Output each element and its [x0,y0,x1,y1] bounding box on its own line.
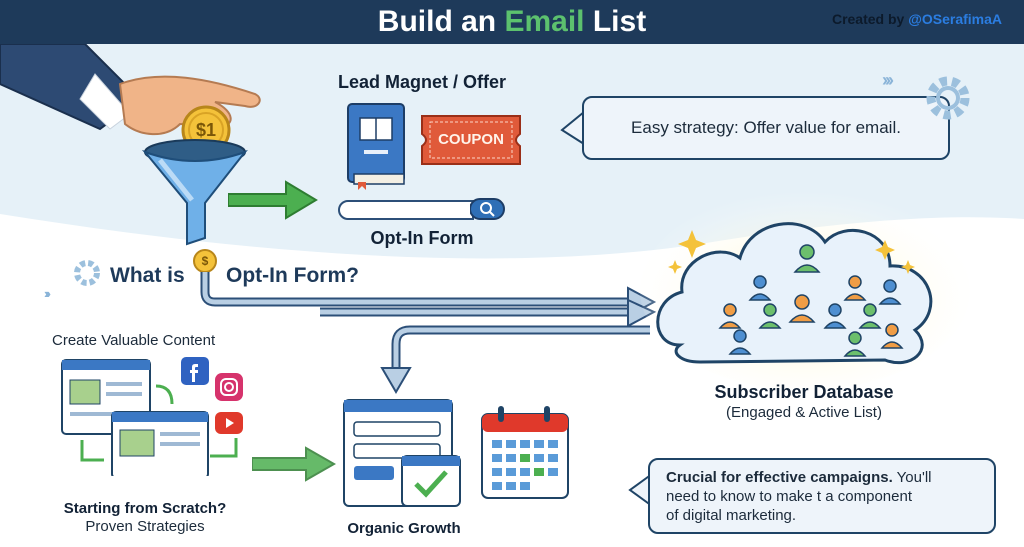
facebook-icon [181,357,209,385]
sparkle-icons [668,230,915,274]
gear-small-icon [74,260,100,286]
search-icon[interactable] [470,198,506,220]
create-content-title: Create Valuable Content [52,332,216,349]
subscriber-person-icons [718,244,904,357]
bubble-bottom [648,458,996,534]
database-subtitle: (Engaged & Active List) [726,404,882,421]
bubble-top-tail [560,111,585,145]
credit-handle[interactable]: @OSerafimaA [908,11,1002,27]
scratch-title: Starting from Scratch? [63,500,227,517]
database-title: Subscriber Database [714,382,894,402]
bubble-top-text: Easy strategy: Offer value for email. [631,118,901,137]
coin-label: $1 [195,120,217,140]
gear-icon [926,76,970,120]
browser-icon [343,399,461,507]
instagram-icon [215,373,243,401]
question-part1: What is [110,264,185,287]
arrow-to-lead-magnet [228,180,318,220]
page-title: Build an Email List [377,5,647,38]
credit-text: Created by @OSerafimaA [831,11,1002,27]
question-part2: Opt-In Form? [226,264,359,287]
scratch-subtitle: Proven Strategies [85,518,205,535]
chevrons-small-icon: ››› [44,286,51,301]
small-coin-label: $ [201,254,209,268]
cloud-icon [640,190,970,390]
arrow-to-organic [252,446,337,482]
opt-in-form-label: Opt-In Form [370,228,474,248]
organic-growth-label: Organic Growth [347,520,461,537]
bubble-top [582,96,950,160]
calendar-icon [481,406,569,499]
content-browsers-icon [61,359,238,476]
book-icon [347,103,405,190]
coupon-label: COUPON [438,131,504,148]
youtube-icon [215,412,243,434]
lead-magnet-title: Lead Magnet / Offer [337,72,507,92]
funnel-icon [141,139,248,246]
bubble-bottom-tail [628,473,653,507]
checkmark-icon [414,470,448,498]
chevrons-icon: ››› [882,70,894,90]
title-accent: Email [504,5,585,38]
coupon-icon [421,115,521,165]
bubble-bottom-text: Crucial for effective campaigns. You'll … [666,469,932,524]
header-bar [0,0,1024,44]
